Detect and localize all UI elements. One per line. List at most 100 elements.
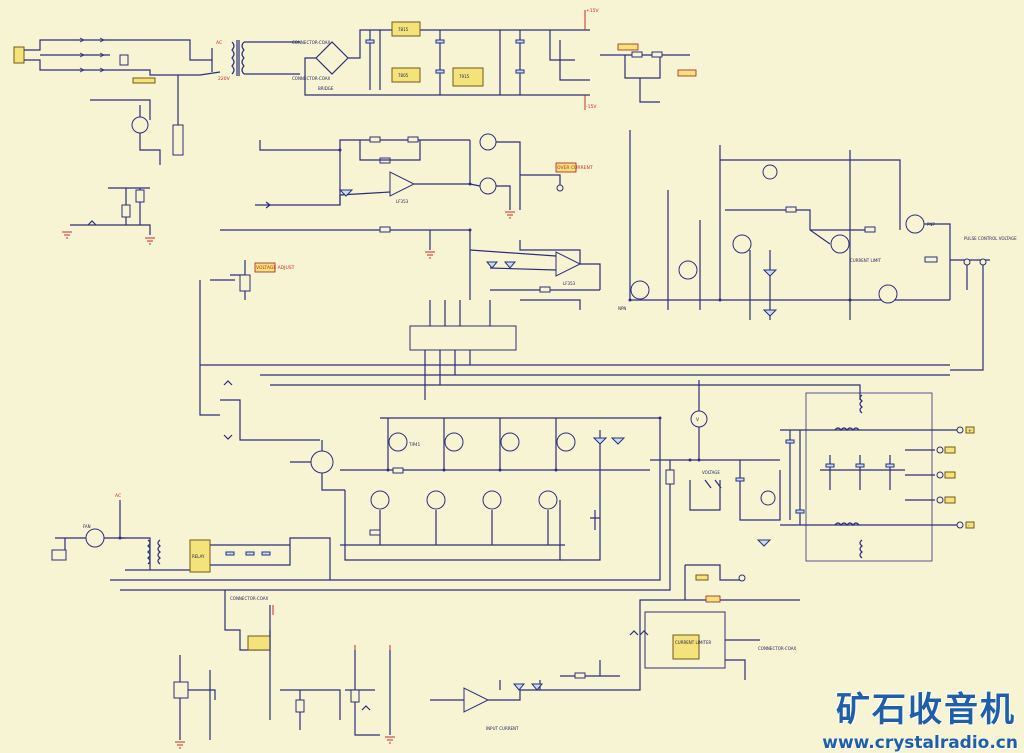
power-transistor-label: TIP41 (408, 442, 421, 447)
power-transistor (500, 432, 520, 452)
transistor-npn-1 (479, 133, 497, 151)
driver-transistor (482, 490, 502, 510)
transistor-driver (630, 280, 650, 300)
capacitor (515, 39, 525, 44)
power-transistor (556, 432, 576, 452)
diode (610, 437, 626, 445)
resistor (665, 469, 675, 485)
output-terminal (936, 496, 944, 504)
terminal-label-box (944, 471, 956, 479)
transistor-q9 (830, 234, 850, 254)
voltage-label: VOLTAGE (702, 470, 720, 475)
voltage-pot (239, 274, 251, 292)
bridge-label: BRIDGE (318, 86, 334, 91)
diode (485, 261, 499, 269)
output-filter-section: + - (780, 392, 975, 562)
fan-section: FAN RELAY AC (51, 493, 331, 580)
regulator-ic-3 (452, 67, 484, 87)
capacitor (435, 69, 445, 74)
capacitor (885, 463, 895, 468)
bridge-rectifier: BRIDGE (304, 29, 590, 96)
voltmeter-label: V (696, 417, 700, 423)
ground-symbols (62, 211, 515, 749)
transistor-q10 (905, 214, 925, 234)
fan-transformer (147, 539, 161, 565)
regulator-block: 7815 7805 7915 +15V -15V (365, 8, 599, 110)
transistor-driver-label: NPN (618, 306, 626, 311)
driver-transistor (426, 490, 446, 510)
potentiometer (173, 681, 189, 699)
terminal-label-box (944, 496, 956, 504)
opamp-2 (555, 251, 582, 277)
resistor (407, 136, 419, 143)
current-limiter-section: INPUT CURRENT CURRENT LIMITER CONNECTOR-… (430, 564, 800, 731)
capacitor (735, 477, 745, 482)
zener-diode (338, 189, 354, 197)
current-limiter-ic (672, 634, 700, 660)
resistor (924, 256, 938, 263)
capacitor (261, 551, 271, 556)
diode (503, 261, 517, 269)
diode (762, 269, 778, 277)
diode (592, 437, 608, 445)
transistor-q11 (878, 284, 898, 304)
output-pos-terminal (956, 426, 964, 434)
output-neg-terminal (956, 521, 964, 529)
regulator-ic-2 (391, 67, 421, 83)
transistor-q201 (678, 260, 698, 280)
transistor-main-switch (310, 450, 334, 474)
relay (189, 539, 211, 573)
opamp-section-1: LF353 OVER CURRENT (255, 133, 593, 210)
pulse-control-section: NPN PNP CURRENT LIMIT PULSE CONTROL VOLT… (618, 130, 1017, 371)
resistor (379, 226, 391, 233)
svg-text:-15V: -15V (586, 104, 597, 110)
diode (512, 683, 526, 691)
resistor (785, 206, 797, 213)
pulse-control-label: PULSE CONTROL VOLTAGE (964, 236, 1017, 241)
connector-coax-label-1: CONNECTOR-COAX (292, 40, 331, 45)
regulator-ic-1-label: 7815 (398, 27, 409, 32)
driver-transistor (538, 490, 558, 510)
output-neg-label: - (968, 524, 970, 529)
resistor (369, 136, 381, 143)
transistor-q7 (732, 234, 752, 254)
svg-text:+15V: +15V (586, 8, 599, 14)
regulator-ic-2-label: 7805 (398, 73, 409, 78)
ac-label: AC (216, 40, 222, 46)
diode (762, 309, 778, 317)
watermark-url: www.crystalradio.cn (822, 733, 1018, 753)
output-pos-box (965, 426, 975, 434)
transistor-npn-2 (479, 177, 497, 195)
fuse-holder (172, 124, 184, 156)
terminal (963, 258, 971, 266)
current-limited-note (677, 69, 697, 77)
resistor (295, 699, 305, 713)
opamp-1-label: LF353 (396, 199, 409, 204)
connector-coax-label-3: CONNECTOR-COAX (230, 596, 269, 601)
capacitor (365, 39, 375, 44)
led-indicator (556, 184, 564, 192)
output-pos-label: + (968, 428, 972, 434)
terminal-label-box (944, 446, 956, 454)
potentiometer (135, 189, 145, 203)
over-current-label: OVER CURRENT (557, 165, 593, 171)
output-terminal (936, 471, 944, 479)
capacitor (435, 39, 445, 44)
varistor-label-box (132, 77, 156, 84)
fan-connector (51, 549, 67, 561)
resistor (369, 529, 381, 536)
diode (756, 539, 772, 547)
current-limiter-label: CURRENT LIMITER (675, 640, 712, 645)
mains-input-section: AC 220V CONNECTOR-COAX CONNECTOR-COAX (13, 37, 331, 84)
voltage-adjust-label: VOLTAGE ADJUST (256, 265, 295, 271)
fan-label: FAN (83, 524, 91, 529)
capacitor (225, 551, 235, 556)
watermark-cn: 矿石收音机 (836, 690, 1016, 730)
capacitor (795, 509, 805, 514)
transistor-output (760, 490, 776, 506)
opamp-section-2: VOLTAGE ADJUST LF353 (220, 226, 601, 310)
over-current-note (617, 43, 639, 51)
label-box (695, 574, 709, 581)
transformer (231, 40, 245, 76)
